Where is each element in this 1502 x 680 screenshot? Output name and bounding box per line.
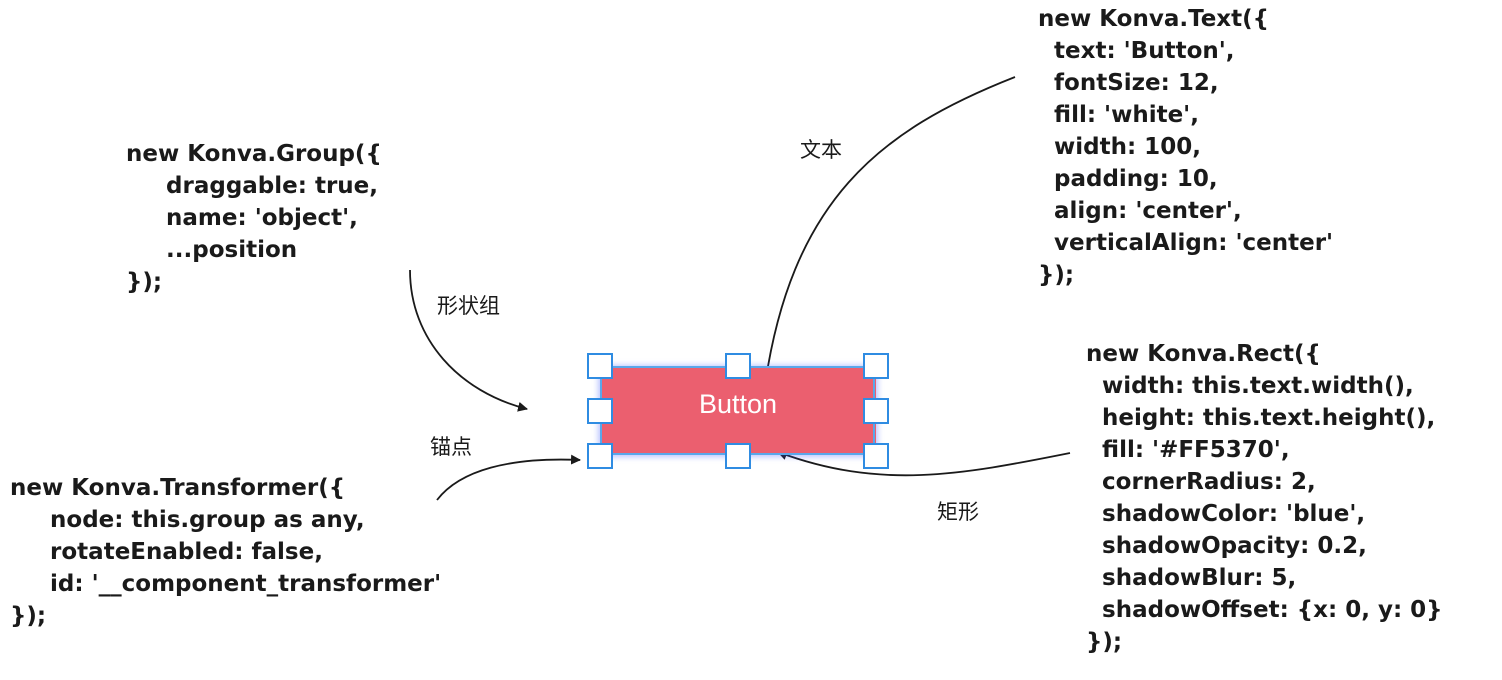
text-code-block: new Konva.Text({ text: 'Button', fontSiz… [1038,6,1334,288]
anchor-bottom-right[interactable] [863,443,889,469]
transformer-code-block: new Konva.Transformer({ node: this.group… [10,475,442,629]
rect-code-block: new Konva.Rect({ width: this.text.width(… [1086,341,1443,655]
anchor-top-left[interactable] [587,353,613,379]
anchor-top-right[interactable] [863,353,889,379]
text-arrow [760,76,1016,393]
anchor-arrow [436,454,581,501]
anchor-bottom-left[interactable] [587,443,613,469]
rect-label: 矩形 [937,500,979,524]
anchor-top-center[interactable] [725,353,751,379]
anchor-label: 锚点 [430,435,472,459]
group-code-block: new Konva.Group({ draggable: true, name:… [126,141,382,295]
group-label: 形状组 [437,294,500,318]
button-rect[interactable] [600,367,876,455]
group-arrow [409,269,528,412]
text-label: 文本 [800,138,842,162]
anchor-bottom-center[interactable] [725,443,751,469]
button-text[interactable]: Button [698,389,778,419]
rect-arrow [777,450,1071,477]
anchor-middle-right[interactable] [863,398,889,424]
anchor-middle-left[interactable] [587,398,613,424]
